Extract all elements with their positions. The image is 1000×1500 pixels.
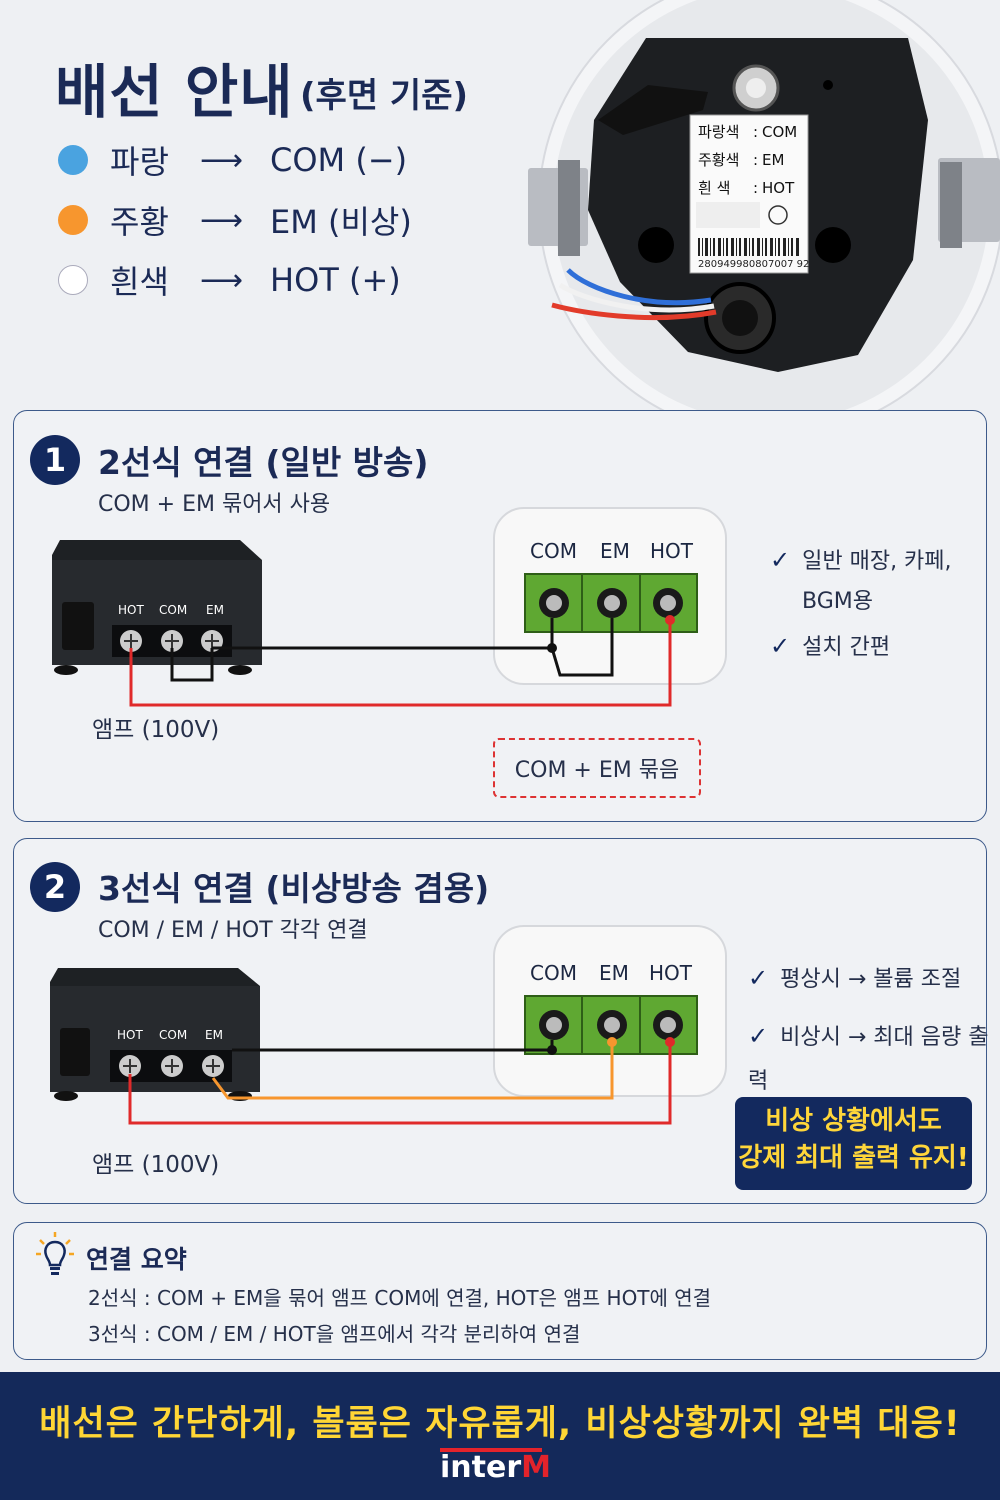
footer-slogan: 배선은 간단하게, 볼륨은 자유롭게, 비상상황까지 완벽 대응!: [39, 1404, 961, 1444]
page-title: 배선 안내: [55, 58, 294, 126]
section-title: 3선식 연결 (비상방송 겸용): [98, 869, 490, 908]
three-wire-diagram: HOT COM EM COM EM HOT: [50, 925, 727, 1125]
summary-title: 연결 요약: [86, 1245, 187, 1274]
speaker-back-image: 파랑색 : COM 주황색 : EM 흰 색 : HOT 28094998080…: [528, 0, 1000, 438]
speaker-barcode-text: 280949980807007 92: [698, 259, 809, 270]
legend-row-blue: 파랑 ⟶ COM (−): [58, 135, 407, 185]
svg-text::: :: [753, 151, 758, 169]
alert-line: 강제 최대 출력 유지!: [738, 1143, 969, 1173]
orange-dot-icon: [58, 205, 88, 235]
intermlogo: interM: [440, 1450, 551, 1485]
svg-text::: :: [753, 179, 758, 197]
section-subtitle: COM / EM / HOT 각각 연결: [98, 918, 368, 943]
check-icon: ✓: [770, 546, 791, 574]
arrow-icon: ⟶: [200, 262, 244, 298]
amp-label: 앰프 (100V): [92, 1152, 220, 1178]
amp-label: 앰프 (100V): [92, 717, 220, 743]
speaker-terminal-label: HOT: [650, 539, 694, 563]
arrow-icon: ⟶: [200, 142, 244, 178]
speaker-label-value: EM: [762, 151, 784, 169]
svg-text::: :: [753, 123, 758, 141]
section-number-badge: 1: [30, 435, 80, 485]
amp-terminal-label: COM: [159, 603, 187, 617]
two-wire-diagram: HOT COM EM COM EM HOT: [52, 507, 727, 707]
amp-terminal-label: HOT: [117, 1028, 143, 1042]
legend-target: COM (−): [270, 141, 408, 179]
speaker-terminal-label: EM: [599, 961, 629, 985]
speaker-terminal-label: COM: [530, 539, 577, 563]
amp-terminal-label: HOT: [118, 603, 144, 617]
check-item-continued: BGM용: [802, 589, 873, 614]
white-dot-icon: [58, 265, 88, 295]
legend-color-name: 파랑: [110, 143, 169, 181]
speaker-label-row: 흰 색: [698, 179, 730, 197]
alert-line: 비상 상황에서도: [765, 1106, 942, 1136]
section-title: 2선식 연결 (일반 방송): [98, 443, 429, 482]
lightbulb-icon: [36, 1232, 74, 1275]
legend-color-name: 흰색: [110, 263, 169, 301]
speaker-terminal-label: HOT: [649, 961, 693, 985]
em-wire: [211, 1040, 614, 1100]
check-icon: ✓: [748, 964, 769, 992]
legend-color-name: 주황: [110, 203, 169, 241]
check-item: ✓비상시 → 최대 음량 출력: [748, 1022, 989, 1094]
amp-terminal-label: EM: [205, 1028, 223, 1042]
amp-terminal-label: EM: [206, 603, 224, 617]
speaker-label-row: 파랑색: [698, 123, 739, 141]
section-subtitle: COM + EM 묶어서 사용: [98, 492, 331, 517]
footer-banner: [0, 1372, 1000, 1500]
blue-dot-icon: [58, 145, 88, 175]
summary-line: 3선식 : COM / EM / HOT을 앰프에서 각각 분리하여 연결: [88, 1322, 581, 1346]
section-number-badge: 2: [30, 862, 80, 912]
hot-wire: [128, 1040, 672, 1125]
arrow-icon: ⟶: [200, 202, 244, 238]
com-em-bridge-wire: [550, 618, 614, 677]
hot-wire: [129, 618, 672, 707]
emergency-alert-box: 비상 상황에서도 강제 최대 출력 유지!: [735, 1097, 972, 1190]
summary-line: 2선식 : COM + EM을 묶어 앰프 COM에 연결, HOT은 앰프 H…: [88, 1286, 712, 1310]
check-item: ✓일반 매장, 카페,: [770, 546, 952, 574]
amp-terminal-label: COM: [159, 1028, 187, 1042]
logo-accent-bar: [440, 1448, 542, 1452]
page-subtitle: (후면 기준): [300, 76, 469, 116]
speaker-label-row: 주황색: [698, 151, 739, 169]
speaker-label-value: HOT: [762, 179, 795, 197]
speaker-terminal-label: EM: [600, 539, 630, 563]
legend-target: EM (비상): [270, 203, 412, 241]
speaker-terminal-label: COM: [530, 961, 577, 985]
legend-target: HOT (+): [270, 261, 401, 299]
speaker-label-value: COM: [762, 123, 797, 141]
check-item: ✓평상시 → 볼륨 조절: [748, 964, 962, 992]
legend-row-orange: 주황 ⟶ EM (비상): [58, 195, 412, 245]
com-em-bundle-tag: COM + EM 묶음: [493, 738, 701, 798]
summary-card: [13, 1222, 987, 1360]
jumper-wire: [170, 648, 214, 682]
check-icon: ✓: [770, 632, 791, 660]
legend-row-white: 흰색 ⟶ HOT (+): [58, 255, 401, 305]
check-icon: ✓: [748, 1022, 769, 1050]
check-item: ✓설치 간편: [770, 632, 891, 660]
